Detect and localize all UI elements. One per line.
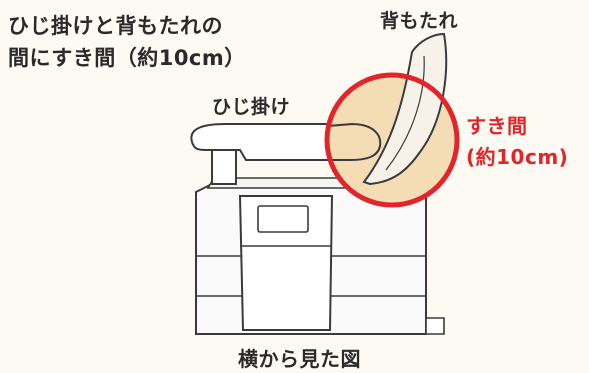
armrest-end (327, 122, 382, 161)
title-line-1: ひじ掛けと背もたれの (8, 14, 223, 38)
front-panel-handle (257, 205, 309, 233)
gap-label-line-1: すき間 (466, 114, 528, 138)
floor-tab (425, 317, 445, 335)
gap-label-line-2: (約10cm) (466, 145, 569, 169)
armrest-label: ひじ掛け (212, 96, 291, 118)
armrest-post (211, 145, 237, 185)
diagram-caption: 横から見た図 (238, 347, 361, 371)
gap-highlight-ring (324, 72, 460, 208)
backrest-label: 背もたれ (380, 10, 459, 32)
title-line-2: 間にすき間（約10cm） (8, 46, 246, 70)
backrest-inner-line (385, 55, 425, 171)
backrest (362, 32, 448, 186)
